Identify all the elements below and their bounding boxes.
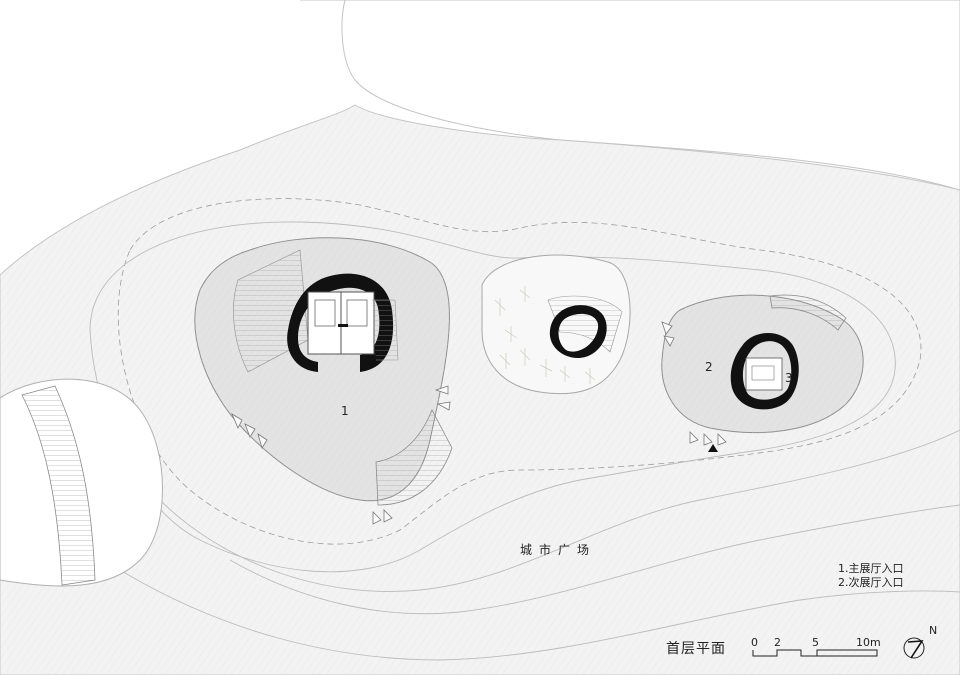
plaza-label: 城市广场	[520, 543, 597, 557]
building-2-entrance-fins	[661, 321, 727, 446]
building-2-curved-stair	[769, 294, 847, 331]
legend-item-2: 2.次展厅入口	[838, 576, 904, 589]
site-dashed-outline	[117, 198, 922, 545]
scale-tick-2: 2	[774, 636, 781, 649]
building-1-curved-stair	[375, 409, 453, 506]
room-label-3: 3	[785, 371, 793, 385]
entrance-triangle-icon	[708, 444, 718, 452]
scale-tick-0: 0	[751, 636, 758, 649]
building-1-entrance-fins	[231, 385, 451, 525]
legend-item-1: 1.主展厅入口	[838, 562, 904, 575]
legend: 1.主展厅入口 2.次展厅入口	[838, 562, 904, 590]
upper-ground-area	[300, 0, 960, 191]
scale-tick-10m: 10m	[856, 636, 881, 649]
room-label-1: 1	[341, 404, 349, 418]
scale-bar	[752, 649, 878, 657]
left-curved-stair	[21, 385, 96, 586]
garden-pod-core-wall	[549, 305, 607, 358]
scale-tick-5: 5	[812, 636, 819, 649]
plan-title: 首层平面	[666, 641, 726, 657]
north-label: N	[929, 624, 938, 637]
room-label-2: 2	[705, 360, 713, 374]
building-2-core-wall	[730, 332, 799, 410]
plaza-hatch	[0, 105, 960, 675]
building-2-room	[745, 357, 783, 391]
garden-vegetation	[494, 286, 596, 384]
north-arrow-icon	[903, 637, 925, 659]
landscape-contours	[89, 221, 960, 661]
